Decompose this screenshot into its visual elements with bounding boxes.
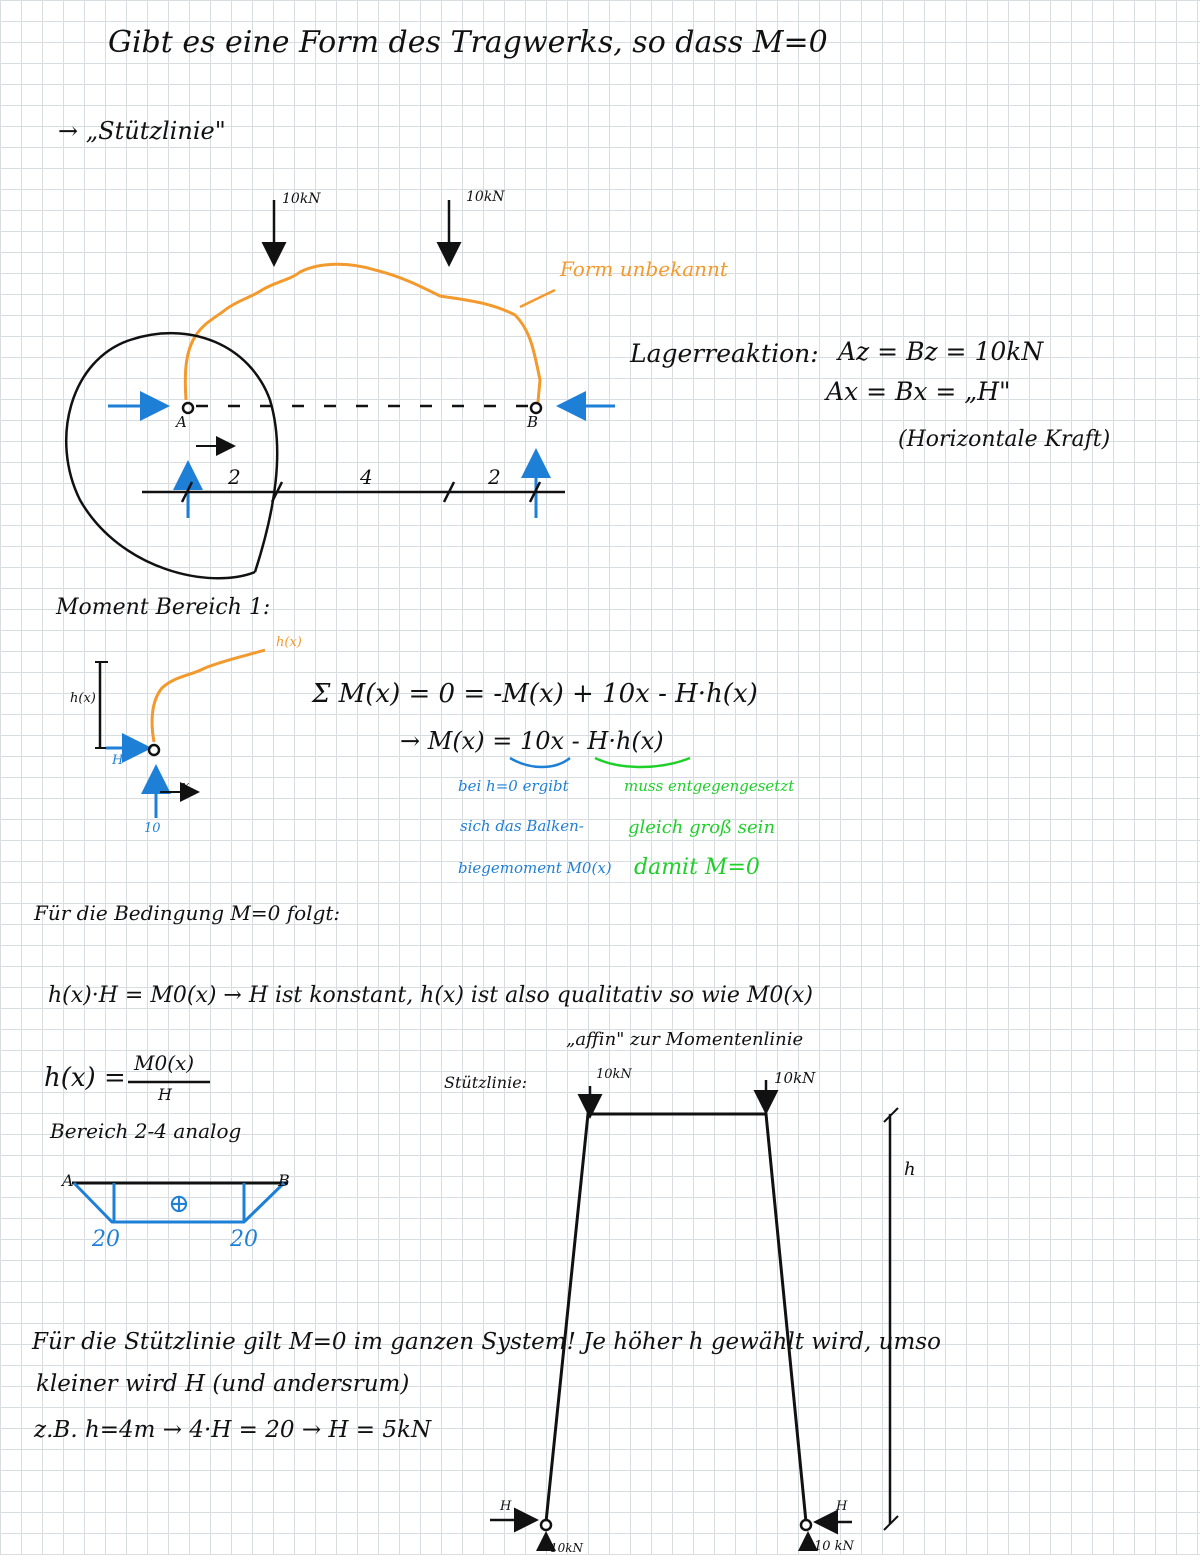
stuetzlinie-label: Stützlinie:: [444, 1073, 528, 1092]
stuetzlinie-load-left: 10kN: [596, 1067, 632, 1082]
blue-underline: [509, 756, 571, 769]
moment-diagram-sign: ⊕: [168, 1189, 190, 1219]
hx-denominator: H: [158, 1085, 172, 1104]
hx-top-label: h(x): [276, 635, 302, 650]
stuetzlinie-load-right: 10kN: [774, 1069, 816, 1087]
stuetzlinie-reaction-left: 10kN: [550, 1541, 584, 1555]
stuetzlinie-diagram: [490, 1080, 899, 1551]
stuetzlinie-reaction-right: 10 kN: [814, 1539, 854, 1554]
blue-note-3: biegemoment M0(x): [458, 859, 612, 877]
reactions-line3: (Horizontale Kraft): [898, 427, 1111, 452]
reactions-line2: Ax = Bx = „H": [826, 377, 1011, 406]
H-label-small: H: [112, 753, 124, 768]
green-note-2: gleich groß sein: [628, 817, 776, 838]
conclusion-line-3: z.B. h=4m → 4·H = 20 → H = 5kN: [34, 1417, 432, 1443]
moment-equation-1: Σ M(x) = 0 = -M(x) + 10x - H·h(x): [312, 679, 758, 709]
blue-note-2: sich das Balken-: [460, 817, 584, 835]
moment-diagram-left-label: A: [62, 1171, 74, 1190]
stuetzlinie-height-label: h: [904, 1159, 916, 1180]
free-body-cut-ellipse: [65, 331, 279, 580]
diagram1-loads: [261, 200, 462, 267]
support-right-hinge: [529, 401, 543, 415]
green-note-1: muss entgegengesetzt: [624, 777, 795, 795]
shape-unknown-label: Form unbekannt: [560, 257, 728, 281]
support-left-hinge: [181, 401, 195, 415]
condition-equation: h(x)·H = M0(x) → H ist konstant, h(x) is…: [48, 983, 813, 1008]
span-mid-label: 4: [360, 465, 373, 489]
moment-section-title: Moment Bereich 1:: [56, 595, 271, 620]
span-right-label: 2: [488, 465, 501, 489]
green-note-3: damit M=0: [634, 855, 760, 880]
conclusion-line-2: kleiner wird H (und andersrum): [36, 1371, 410, 1397]
hx-label: h(x): [70, 691, 96, 706]
green-underline: [594, 756, 691, 769]
shape-label-leader: [519, 288, 556, 309]
ten-label-small: 10: [144, 821, 161, 836]
conclusion-line-1: Für die Stützlinie gilt M=0 im ganzen Sy…: [32, 1329, 941, 1355]
moment-equation-2: → M(x) = 10x - H·h(x): [400, 727, 664, 755]
moment-diagram: [72, 1181, 288, 1224]
x-label-small: x: [182, 779, 190, 794]
support-left-label: A: [176, 413, 187, 431]
moment-diagram-value-right: 20: [230, 1227, 258, 1252]
reactions-line1: Az = Bz = 10kN: [838, 337, 1044, 366]
hx-numerator: M0(x): [134, 1051, 195, 1075]
bereich-analog: Bereich 2-4 analog: [50, 1119, 242, 1143]
reactions-label: Lagerreaktion:: [630, 339, 819, 368]
load-left-label: 10kN: [282, 191, 321, 207]
span-left-label: 2: [228, 465, 241, 489]
load-right-label: 10kN: [466, 189, 505, 205]
unknown-shape-curve: [183, 262, 542, 403]
moment-diagram-right-label: B: [278, 1171, 290, 1190]
blue-note-1: bei h=0 ergibt: [458, 777, 569, 795]
support-right-label: B: [527, 413, 539, 431]
page-heading: Gibt es eine Form des Tragwerks, so dass…: [108, 25, 828, 60]
affine-note: „affin" zur Momentenlinie: [566, 1029, 804, 1050]
hx-equation-label: h(x) =: [44, 1063, 126, 1093]
condition-line: Für die Bedingung M=0 folgt:: [34, 901, 341, 925]
stuetzlinie-H-left: H: [500, 1499, 512, 1514]
partial-shape-curve: [150, 648, 266, 743]
stuetzlinie-H-right: H: [836, 1499, 848, 1514]
moment-diagram-value-left: 20: [92, 1227, 120, 1252]
stuetzlinie-note: → „Stützlinie": [58, 117, 226, 145]
